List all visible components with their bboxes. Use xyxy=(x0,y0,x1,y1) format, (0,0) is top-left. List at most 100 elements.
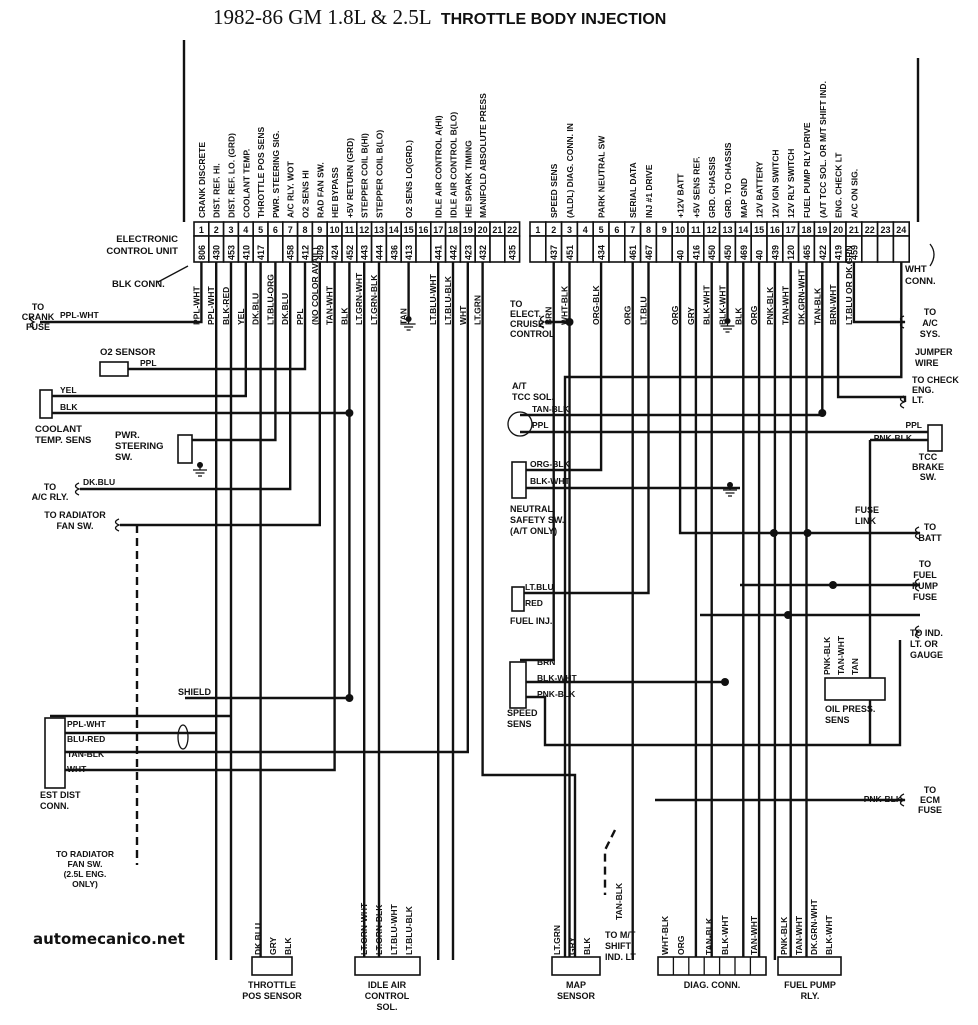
circuit-number: 40 xyxy=(676,250,686,260)
ecu-function-label: 12V RLY SWITCH xyxy=(786,149,796,218)
wire-color-label: DK.BLU xyxy=(280,293,290,325)
ecu-function-label: PWR. STEERING SIG. xyxy=(271,131,281,218)
radiator-fan-25-label: TO RADIATOR xyxy=(56,849,114,859)
wire-color-label: PPL-WHT xyxy=(67,719,107,729)
cruise-label: ELECT. xyxy=(510,309,541,319)
wire-tan-wht xyxy=(50,262,336,772)
circuit-number: 430 xyxy=(212,245,222,260)
ecu-housing xyxy=(182,40,920,222)
wire-o2 xyxy=(125,262,307,371)
wire-jumper xyxy=(563,262,903,960)
watermark: automecanico.net xyxy=(33,930,185,948)
pin-number: 23 xyxy=(880,225,890,235)
pin-number: 11 xyxy=(691,225,701,235)
wire-color-label: TAN-BLK xyxy=(812,287,822,325)
wire-color-label: DK.BLU xyxy=(253,923,263,955)
circuit-number: 450 xyxy=(723,245,733,260)
wires xyxy=(29,262,930,960)
ecu-function-label: (ALDL) DIAG. CONN. IN xyxy=(565,123,575,218)
ecu-function-label: 12V BATTERY xyxy=(755,161,765,218)
ecu-function-label: +5V RETURN (GRD) xyxy=(345,138,355,218)
ecu-function-label: THROTTLE POS SENS xyxy=(256,127,266,218)
wire-color-label: PPL-WHT xyxy=(191,285,201,325)
ground-dot xyxy=(197,462,203,468)
ecu-function-label: O2 SENS LO(GRD.) xyxy=(404,140,414,218)
mt-shift-label: TO M/T xyxy=(605,930,636,940)
circuit-number: 419 xyxy=(834,245,844,260)
blk-conn-label: BLK CONN. xyxy=(112,279,165,290)
splice-dot xyxy=(829,581,837,589)
radiator-fan-25-label: ONLY) xyxy=(72,879,98,889)
pin-number: 21 xyxy=(849,225,859,235)
ecu-function-label: 12V IGN SWITCH xyxy=(770,150,780,218)
wire-color-label: BRN xyxy=(544,307,554,325)
circuit-number: 459 xyxy=(849,245,859,260)
ac-sys-label: TO xyxy=(924,307,936,317)
radiator-fan-25-label: FAN SW. xyxy=(68,859,103,869)
wire-color-label: LT.BLU-BLK xyxy=(443,275,453,325)
wht-conn-label: WHT xyxy=(905,264,927,275)
wire-color-label: (NO COLOR AVAIL) xyxy=(310,247,320,325)
wire-color-label: LT.GRN xyxy=(473,295,483,325)
pin-number: 7 xyxy=(630,225,635,235)
batt-label: TO xyxy=(924,522,936,532)
wire-color-label: LT.BLU-ORG xyxy=(265,274,275,325)
ecm-fuse-label: FUSE xyxy=(918,805,942,815)
ecu-function-label: +5V SENS REF. xyxy=(691,156,701,218)
circuit-number: 458 xyxy=(286,245,296,260)
wire-color-label: TAN-BLK xyxy=(532,404,570,414)
crank-fuse-label: FUSE xyxy=(26,322,50,332)
pin-number: 8 xyxy=(302,225,307,235)
circuit-number-cell xyxy=(529,235,547,263)
pin-number: 12 xyxy=(359,225,369,235)
jumper-wire-label: JUMPER xyxy=(915,347,953,357)
wire-color-label: GRY xyxy=(567,937,577,955)
circuit-number-cell xyxy=(267,235,284,263)
ground-dot xyxy=(724,318,731,324)
ecm-fuse-label: TO xyxy=(924,785,936,795)
o2-sensor xyxy=(99,361,129,377)
ground-icon xyxy=(720,318,735,333)
wire-color-label: TAN-BLK xyxy=(67,749,105,759)
ecu-function-label: ENG. CHECK LT xyxy=(834,152,844,218)
pin-number: 5 xyxy=(258,225,263,235)
pin-number: 14 xyxy=(738,225,748,235)
wire-map xyxy=(481,262,577,960)
wire-color-label: ORG xyxy=(676,935,686,955)
wire-color-label: LT.GRN-WHT xyxy=(359,902,369,955)
wire-ac-sys xyxy=(852,262,905,324)
wire-color-label: BLK-RED xyxy=(221,287,231,325)
wire-color-label: TAN-WHT xyxy=(749,915,759,955)
ecu-label: ELECTRONIC xyxy=(116,234,178,245)
wire-color-label: TAN xyxy=(850,658,860,675)
ground-bars xyxy=(723,489,737,497)
neutral-safety-switch xyxy=(511,461,527,499)
radiator-fan-25-label: (2.5L ENG. xyxy=(64,869,107,879)
wire-color-label: LT.GRN-BLK xyxy=(369,274,379,325)
check-engine-label: TO CHECK xyxy=(912,375,959,385)
components xyxy=(39,316,943,976)
ground-dot xyxy=(405,316,412,322)
pin-number: 17 xyxy=(433,225,443,235)
wire-batt xyxy=(678,262,920,535)
coolant-temp-sensor xyxy=(39,389,53,419)
pin-number: 19 xyxy=(817,225,827,235)
fuel-pump-fuse-label: FUSE xyxy=(913,592,937,602)
ecu-label: CONTROL UNIT xyxy=(106,246,178,257)
pin-number: 10 xyxy=(675,225,685,235)
wire-color-label: LT.BLU xyxy=(525,582,554,592)
neutral-safety-label: SAFETY SW. xyxy=(510,515,564,525)
wire-color-label: LT.GRN-BLK xyxy=(374,904,384,955)
circuit-number: 410 xyxy=(241,245,251,260)
ecu-function-label: DIST. REF. HI. xyxy=(212,163,222,218)
fuel-pump-relay-label: RLY. xyxy=(801,991,820,1001)
pin-number: 2 xyxy=(214,225,219,235)
fuse-link-label: LINK xyxy=(855,516,876,526)
ecu-function-label: O2 SENS HI xyxy=(301,170,311,218)
wire-color-label: ORG xyxy=(670,305,680,325)
oil-pressure-label: OIL PRESS. xyxy=(825,704,875,714)
mt-shift-label: SHIFT xyxy=(605,941,632,951)
